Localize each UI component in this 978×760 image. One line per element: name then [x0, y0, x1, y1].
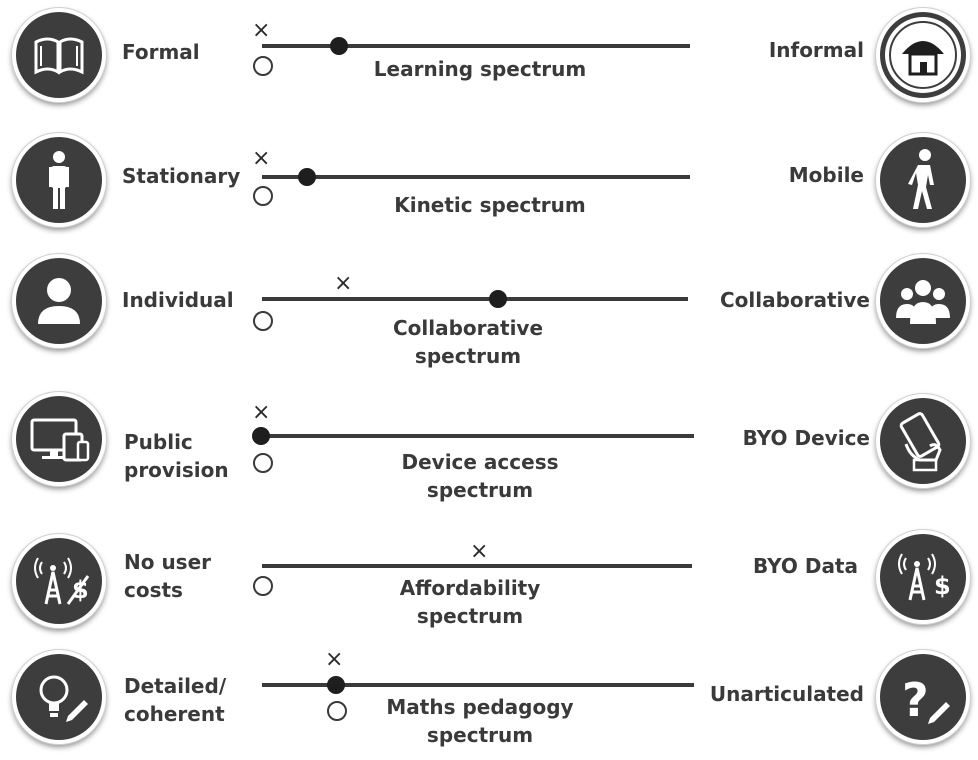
no-cost-tower-icon: $	[12, 534, 106, 628]
book-icon	[12, 8, 106, 102]
actual-marker: ×	[252, 146, 271, 171]
group-icon	[876, 254, 970, 348]
kinetic-spectrum-label: Kinetic spectrum	[394, 193, 586, 217]
stationary-label: Stationary	[122, 164, 241, 188]
unarticulated-label: Unarticulated	[709, 682, 864, 706]
label-line-1: Detailed/	[124, 674, 227, 698]
actual-marker: ×	[334, 271, 353, 296]
maths-pedagogy-spectrum-line	[262, 683, 694, 687]
standing-person-icon	[12, 133, 106, 227]
no-user-costs-label: No user costs	[124, 548, 211, 604]
actual-marker: ×	[252, 400, 271, 425]
collaborative-label: Collaborative	[719, 288, 870, 312]
baseline-marker	[253, 576, 273, 596]
maths-pedagogy-spectrum-row: Detailed/ coherent × Maths pedagogy spec…	[0, 640, 978, 760]
device-access-spectrum-row: Public provision × Device access spectru…	[0, 388, 978, 508]
maths-pedagogy-spectrum-label: Maths pedagogy spectrum	[330, 693, 630, 749]
spectrum-line-1: Collaborative	[392, 316, 544, 340]
label-line-1: No user	[124, 550, 212, 574]
collaborative-spectrum-label: Collaborative spectrum	[318, 314, 618, 370]
baseline-marker	[253, 453, 273, 473]
label-line-2: coherent	[124, 702, 225, 726]
device-access-spectrum-line	[262, 434, 694, 438]
label-line-2: provision	[124, 458, 229, 482]
learning-spectrum-row: Formal × Learning spectrum Informal	[0, 0, 978, 120]
formal-label: Formal	[122, 40, 200, 64]
baseline-marker	[253, 56, 273, 76]
label-line-1: Public	[124, 430, 193, 454]
spectrum-line-1: Maths pedagogy	[386, 695, 574, 719]
target-marker	[252, 427, 270, 445]
walking-person-icon	[876, 133, 970, 227]
baseline-marker	[327, 701, 347, 721]
actual-marker: ×	[325, 647, 344, 672]
byo-data-label: BYO Data	[752, 554, 858, 578]
collaborative-spectrum-row: Individual × Collaborative spectrum Coll…	[0, 252, 978, 372]
hand-phone-icon	[876, 394, 970, 488]
devices-icon	[12, 392, 106, 486]
mobile-label: Mobile	[788, 163, 864, 187]
house-icon	[876, 8, 970, 102]
question-pencil-icon: ?	[876, 650, 970, 744]
label-line-2: costs	[124, 578, 183, 602]
detailed-coherent-label: Detailed/ coherent	[124, 672, 226, 728]
actual-marker: ×	[252, 18, 271, 43]
public-provision-label: Public provision	[124, 428, 229, 484]
affordability-spectrum-label: Affordability spectrum	[320, 574, 620, 630]
byo-device-label: BYO Device	[742, 426, 870, 450]
target-marker	[327, 676, 345, 694]
spectrum-line-2: spectrum	[416, 604, 524, 628]
spectrum-line-2: spectrum	[426, 723, 534, 747]
learning-spectrum-line	[262, 44, 690, 48]
cost-tower-icon: $	[876, 530, 970, 624]
baseline-marker	[253, 186, 273, 206]
spectrum-line-2: spectrum	[426, 478, 534, 502]
device-access-spectrum-label: Device access spectrum	[330, 448, 630, 504]
user-icon	[12, 254, 106, 348]
lightbulb-pencil-icon	[12, 650, 106, 744]
target-marker	[298, 168, 316, 186]
svg-text:?: ?	[902, 673, 929, 727]
learning-spectrum-label: Learning spectrum	[373, 57, 587, 81]
baseline-marker	[253, 311, 273, 331]
affordability-spectrum-line	[262, 564, 692, 568]
kinetic-spectrum-line	[262, 175, 690, 179]
spectrum-line-1: Affordability	[399, 576, 541, 600]
spectrum-line-1: Device access	[401, 450, 559, 474]
individual-label: Individual	[122, 288, 234, 312]
spectrum-line-2: spectrum	[414, 344, 522, 368]
informal-label: Informal	[768, 38, 864, 62]
affordability-spectrum-row: $ No user costs × Affordability spectrum…	[0, 522, 978, 642]
collaborative-spectrum-line	[262, 297, 688, 301]
target-marker	[489, 290, 507, 308]
svg-text:$: $	[934, 572, 951, 600]
target-marker	[330, 37, 348, 55]
actual-marker: ×	[470, 539, 489, 564]
kinetic-spectrum-row: Stationary × Kinetic spectrum Mobile	[0, 125, 978, 245]
